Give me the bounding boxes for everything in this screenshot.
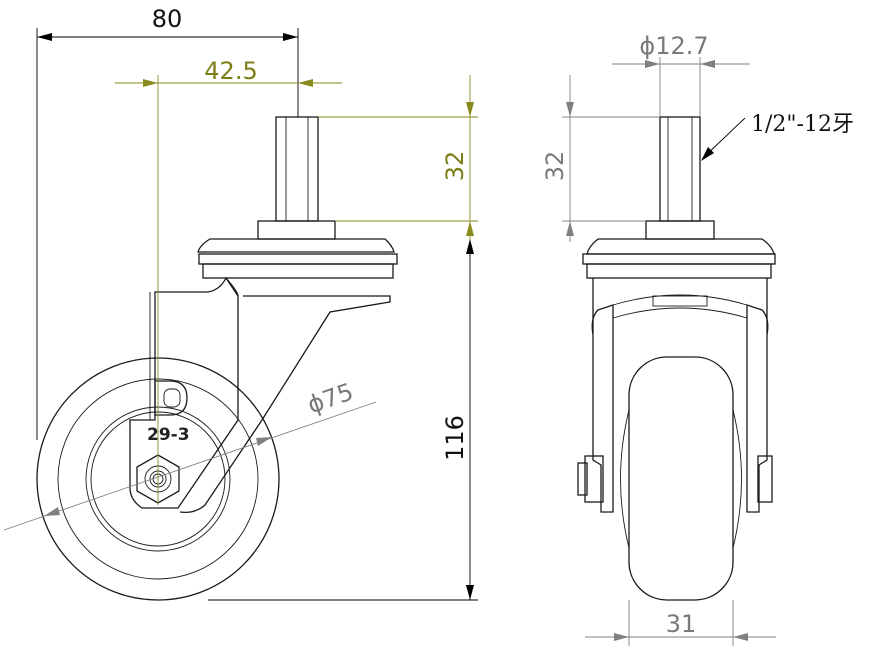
marking-code: 29-3 (147, 425, 190, 445)
dim-overall-width-label: 80 (152, 5, 183, 33)
dim-wheel-diameter (3, 401, 377, 531)
front-stem (659, 116, 701, 222)
front-top-plate (582, 220, 776, 279)
dim-stem-diameter (612, 57, 750, 117)
front-wheel (620, 356, 742, 601)
dim-axis-offset-label: 42.5 (204, 57, 257, 85)
front-axle-nuts (577, 455, 773, 503)
thread-spec-label: 1/2"-12牙 (751, 112, 854, 137)
dim-front-stem-length (562, 75, 660, 242)
side-top-plate (197, 220, 398, 279)
side-view: 29-3 80 42.5 32 (3, 5, 478, 601)
dim-wheel-diameter-label: ϕ75 (304, 378, 357, 420)
dim-total-height-label: 116 (441, 415, 469, 461)
dim-front-stem-length-label: 32 (541, 151, 569, 182)
dim-stem-diameter-label: ϕ12.7 (639, 32, 708, 60)
side-stem (275, 116, 319, 222)
dim-wheel-width (585, 600, 776, 646)
front-view: ϕ12.7 32 1/2"-12牙 31 (541, 32, 854, 646)
dim-side-stem-length (318, 75, 478, 242)
front-fork (591, 278, 769, 513)
dim-axis-offset (115, 75, 342, 505)
brand-mark-icon (154, 380, 188, 416)
dim-overall-width (36, 28, 299, 440)
dim-total-height (208, 239, 478, 601)
dim-wheel-width-label: 31 (666, 610, 697, 638)
dim-side-stem-length-label: 32 (441, 151, 469, 182)
thread-leader (701, 117, 746, 161)
